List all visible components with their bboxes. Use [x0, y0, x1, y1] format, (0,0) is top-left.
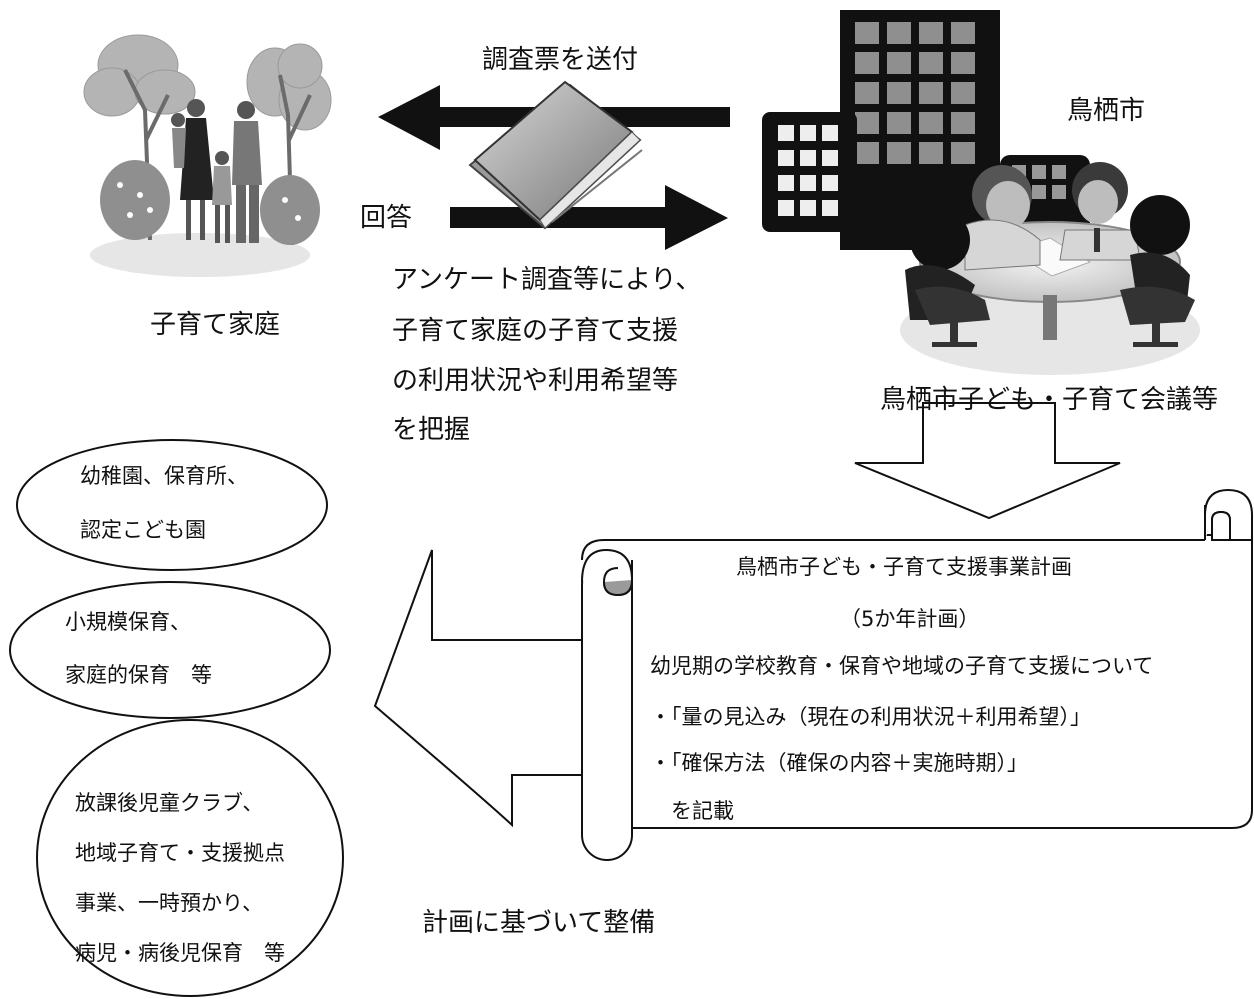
- facility-line: 認定こども園: [80, 518, 206, 542]
- family-illustration: [83, 34, 332, 277]
- meeting-illustration: [900, 162, 1200, 375]
- facility-oval-1: [16, 439, 328, 571]
- down-arrow: [854, 402, 1121, 520]
- survey-desc-line: アンケート調査等により、: [392, 265, 702, 295]
- plan-line: を記載: [650, 799, 734, 823]
- left-arrow: [373, 549, 583, 828]
- answer-arrow: [450, 185, 728, 250]
- plan-line: ・「量の見込み（現在の利用状況＋利用希望）」: [650, 705, 1091, 729]
- facility-line: 小規模保育、: [65, 610, 191, 634]
- facility-oval-2: [9, 581, 331, 719]
- facility-line: 幼稚園、保育所、: [80, 464, 248, 488]
- plan-scroll: [581, 488, 1253, 861]
- plan-title: 鳥栖市子ども・子育て支援事業計画: [736, 555, 1072, 579]
- send-survey-label: 調査票を送付: [482, 45, 639, 75]
- answer-label: 回答: [360, 203, 413, 233]
- facility-line: 事業、一時預かり、: [75, 891, 264, 915]
- survey-desc-line: 子育て家庭の子育て支援: [392, 316, 679, 346]
- facility-line: 家庭的保育 等: [65, 663, 212, 687]
- survey-desc-line: を把握: [392, 415, 471, 445]
- survey-document-icon: [468, 80, 643, 230]
- plan-line: 幼児期の学校教育・保育や地域の子育て支援について: [650, 654, 1154, 678]
- council-label: 鳥栖市子ども・子育て会議等: [880, 385, 1219, 415]
- develop-label: 計画に基づいて整備: [422, 908, 656, 938]
- plan-line: ・「確保方法（確保の内容＋実施時期）」: [650, 751, 1028, 775]
- family-label: 子育て家庭: [150, 310, 281, 340]
- facility-line: 病児・病後児保育 等: [75, 941, 285, 965]
- facility-oval-3: [36, 719, 344, 997]
- plan-subtitle: （5か年計画）: [840, 607, 980, 631]
- facility-line: 地域子育て・支援拠点: [75, 841, 285, 865]
- facility-line: 放課後児童クラブ、: [75, 791, 264, 815]
- survey-desc-line: の利用状況や利用希望等: [392, 366, 679, 396]
- city-label: 鳥栖市: [1067, 96, 1146, 126]
